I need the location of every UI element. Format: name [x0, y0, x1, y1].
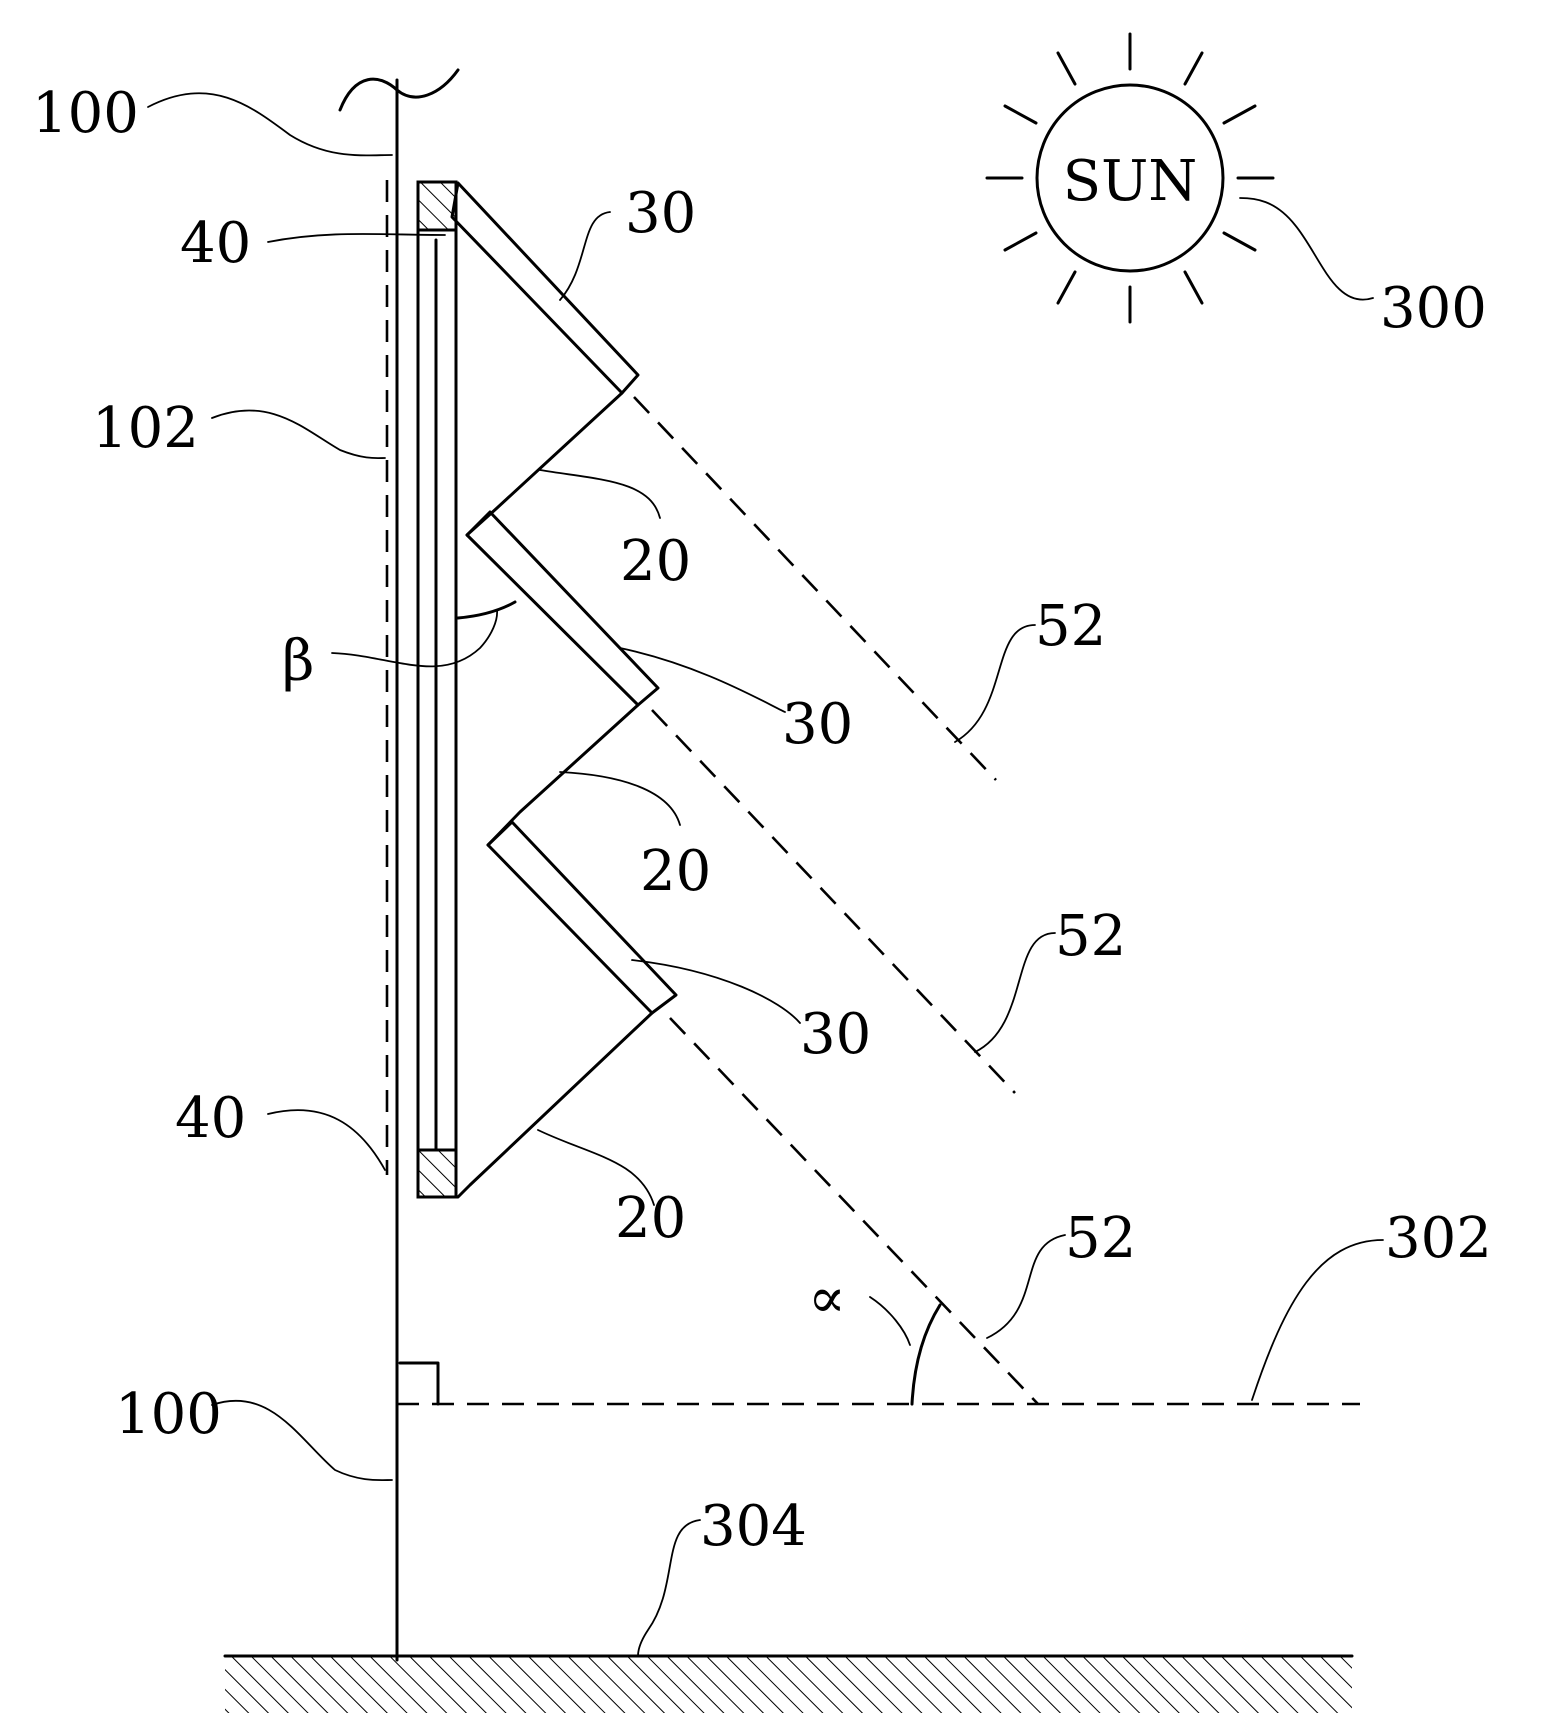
label-spacer-bottom: 40 — [175, 1086, 246, 1151]
wall — [340, 70, 458, 1660]
label-ray-3: 52 — [1065, 1206, 1136, 1271]
label-ray-2: 52 — [1055, 904, 1126, 969]
label-sun-ref: 300 — [1380, 276, 1487, 341]
label-panel-1: 20 — [620, 529, 691, 594]
label-spacer-top: 40 — [180, 211, 251, 276]
label-panel-2: 20 — [640, 839, 711, 904]
label-ray-1: 52 — [1035, 594, 1106, 659]
spacer-bottom — [418, 1150, 456, 1197]
angle-beta-arc — [458, 602, 515, 618]
label-wall-top: 100 — [32, 81, 139, 146]
label-wall-face: 102 — [92, 396, 199, 461]
label-reflector-1: 30 — [625, 181, 696, 246]
label-angle-beta: β — [282, 629, 314, 694]
label-wall-bottom: 100 — [115, 1382, 222, 1447]
leader-lines — [148, 93, 1383, 1656]
mounting-frame — [418, 182, 456, 1197]
label-ground-ref: 304 — [700, 1494, 807, 1559]
spacer-top — [418, 182, 456, 230]
angle-alpha-arc — [912, 1305, 940, 1404]
ray-line-3 — [670, 1018, 1038, 1404]
label-reflector-2: 30 — [782, 692, 853, 757]
label-reflector-3: 30 — [800, 1002, 871, 1067]
ground — [225, 1656, 1352, 1713]
wall-break-mark — [340, 70, 458, 110]
horizontal-reference — [397, 1363, 1360, 1404]
sun-label: SUN — [1063, 149, 1198, 214]
reference-labels: 100 40 30 102 20 β 52 30 20 52 30 40 20 … — [32, 81, 1492, 1559]
label-angle-alpha: ∝ — [808, 1266, 846, 1331]
label-horizontal-ref: 302 — [1385, 1206, 1492, 1271]
label-panel-3: 20 — [615, 1186, 686, 1251]
sun: SUN — [987, 34, 1273, 322]
